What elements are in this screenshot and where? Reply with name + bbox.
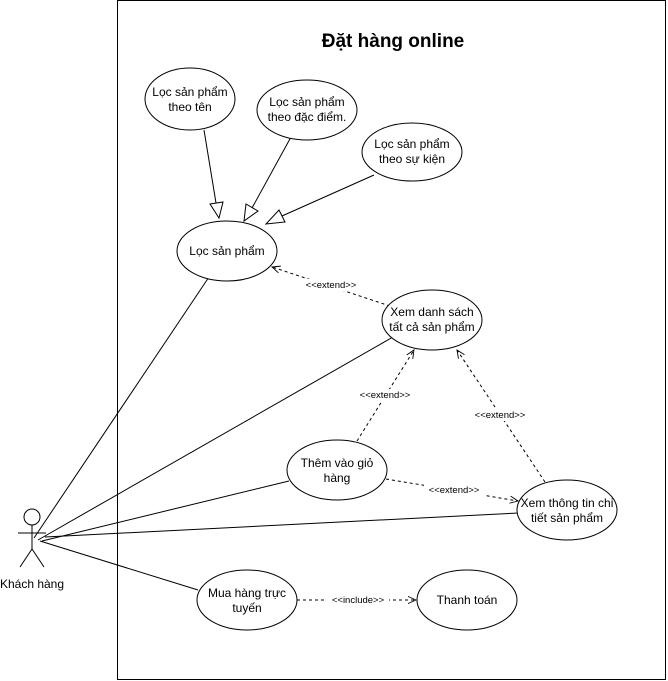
svg-text:hàng: hàng: [324, 471, 351, 485]
svg-text:tuyến: tuyến: [232, 601, 261, 615]
extend-view-all-to-filter: <<extend>>: [272, 267, 391, 307]
system-title: Đặt hàng online: [322, 31, 465, 52]
svg-text:Xem danh sách: Xem danh sách: [390, 305, 473, 319]
svg-text:Lọc sản phẩm: Lọc sản phẩm: [374, 137, 449, 151]
association-actor-view-detail: [44, 512, 520, 538]
svg-text:theo đặc điểm.: theo đặc điểm.: [268, 110, 347, 124]
svg-text:<<extend>>: <<extend>>: [360, 390, 411, 401]
association-actor-view-all: [37, 336, 394, 541]
svg-text:tất cả sản phẩm: tất cả sản phẩm: [389, 320, 474, 334]
use-case-view-all-products: Xem danh sách tất cả sản phẩm: [381, 289, 483, 351]
association-actor-buy-online: [39, 540, 199, 591]
association-actor-add-to-cart: [41, 480, 290, 542]
svg-text:Mua hàng trực: Mua hàng trực: [208, 586, 286, 600]
actor-label: Khách hàng: [0, 577, 64, 591]
include-buy-online-to-payment: <<include>>: [297, 594, 416, 606]
svg-text:<<extend>>: <<extend>>: [306, 280, 357, 291]
svg-text:Thêm vào giỏ: Thêm vào giỏ: [301, 456, 374, 470]
generalization-by-name: [203, 129, 224, 220]
association-actor-filter: [33, 276, 210, 539]
system-boundary: [117, 0, 666, 680]
svg-text:theo sự kiện: theo sự kiện: [379, 152, 445, 166]
svg-text:tiết sản phẩm: tiết sản phẩm: [531, 511, 603, 525]
extend-add-to-cart-to-view-detail: <<extend>>: [385, 478, 518, 501]
use-case-filter: Lọc sản phẩm: [176, 220, 278, 282]
svg-text:Xem thông tin chi: Xem thông tin chi: [521, 496, 614, 510]
svg-text:<<include>>: <<include>>: [332, 595, 385, 606]
svg-text:Thanh toán: Thanh toán: [437, 593, 498, 607]
use-case-filter-by-name: Lọc sản phẩm theo tên: [144, 67, 236, 131]
use-case-buy-online: Mua hàng trực tuyến: [196, 569, 298, 631]
svg-text:<<extend>>: <<extend>>: [429, 485, 480, 496]
use-case-view-product-detail: Xem thông tin chi tiết sản phẩm: [516, 479, 618, 541]
generalization-by-event: [264, 174, 375, 225]
generalization-by-feature: [243, 136, 292, 223]
actor-khach-hang: [18, 508, 46, 568]
svg-text:<<extend>>: <<extend>>: [475, 410, 526, 421]
extend-view-detail-to-view-all: <<extend>>: [457, 350, 546, 483]
svg-text:Lọc sản phẩm: Lọc sản phẩm: [152, 85, 227, 99]
use-case-filter-by-event: Lọc sản phẩm theo sự kiện: [361, 122, 463, 182]
svg-text:Lọc sản phẩm: Lọc sản phẩm: [269, 95, 344, 109]
use-case-add-to-cart: Thêm vào giỏ hàng: [286, 439, 388, 501]
svg-text:Lọc sản phẩm: Lọc sản phẩm: [189, 244, 264, 258]
use-case-filter-by-feature: Lọc sản phẩm theo đặc điểm.: [256, 79, 358, 141]
svg-text:theo tên: theo tên: [168, 100, 211, 114]
extend-add-to-cart-to-view-all: <<extend>>: [355, 350, 415, 442]
use-case-payment: Thanh toán: [416, 569, 518, 631]
